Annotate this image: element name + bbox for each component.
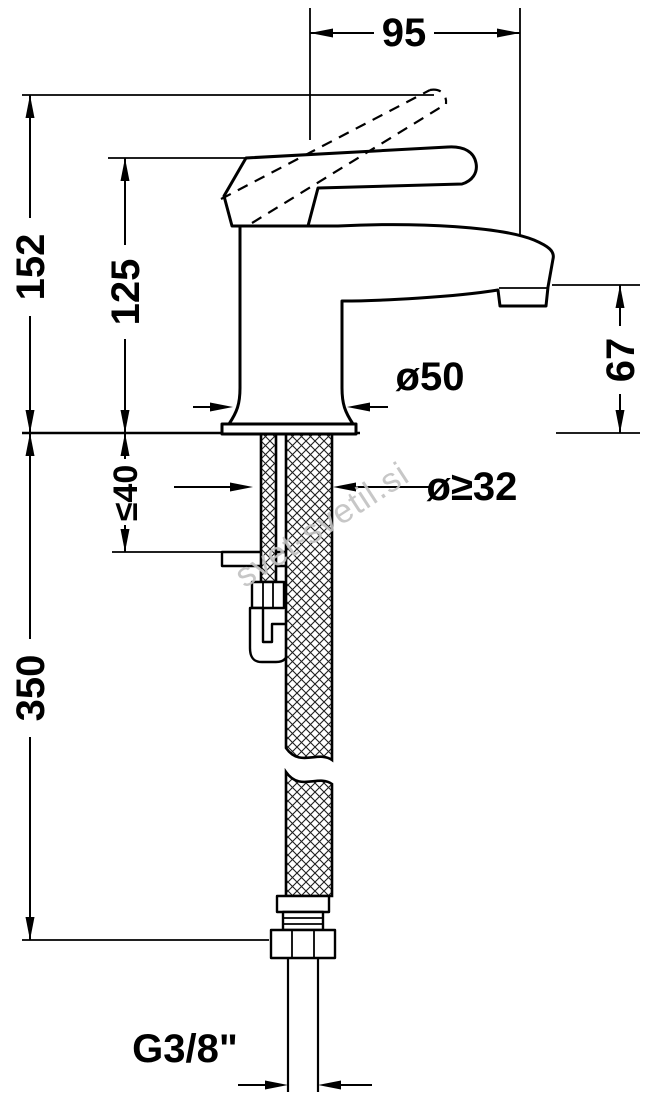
extension-lines — [22, 8, 640, 941]
dim-67-label: 67 — [599, 338, 643, 383]
hose-upper-segment — [284, 432, 334, 763]
stud-nut — [250, 580, 286, 610]
lever-raised-outline — [220, 88, 448, 224]
hose-lower-segment — [284, 767, 334, 898]
dim-95-label: 95 — [382, 11, 427, 55]
faucet-body — [227, 223, 555, 426]
dimension-thread: G3/8" — [132, 1027, 372, 1090]
dimension-base-diameter: ø50 — [193, 355, 464, 412]
dim-thread-label: G3/8" — [132, 1027, 238, 1071]
dim-hole-diameter-label: ø≥32 — [427, 465, 518, 509]
dimension-125: 125 — [103, 158, 148, 433]
dimension-350: 350 — [8, 433, 53, 940]
dimension-152: 152 — [8, 95, 53, 433]
dim-152-label: 152 — [9, 234, 53, 301]
dimension-67: 67 — [598, 285, 643, 433]
hose-hex-nut — [269, 928, 337, 960]
dim-mount-thickness-label: ≤40 — [107, 465, 145, 521]
dim-125-label: 125 — [104, 259, 148, 326]
hose-ferrule — [281, 910, 325, 932]
dim-350-label: 350 — [9, 655, 53, 722]
supply-hose — [269, 432, 337, 1092]
hose-collar — [275, 894, 331, 914]
faucet — [220, 88, 555, 436]
dimension-hole-diameter: ø≥32 — [174, 465, 517, 509]
dim-base-diameter-label: ø50 — [396, 355, 465, 399]
hose-clip — [248, 606, 290, 664]
dimension-95: 95 — [310, 11, 520, 55]
dimension-mount-thickness: ≤40 — [104, 433, 146, 552]
faucet-lever — [222, 145, 478, 228]
